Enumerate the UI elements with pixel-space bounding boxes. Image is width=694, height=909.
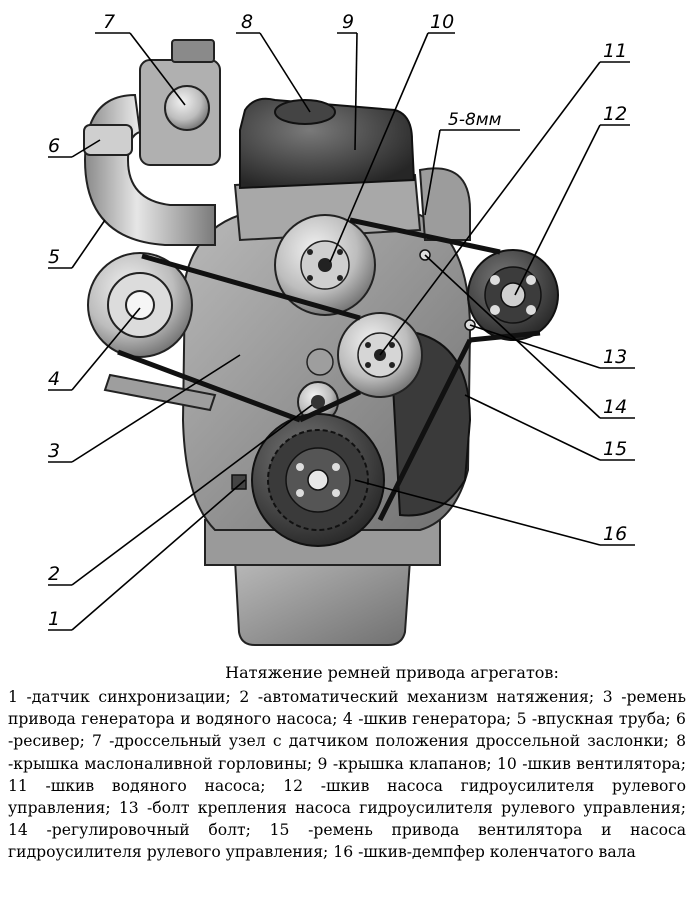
legend-item: 6 -ресивер; <box>8 710 686 751</box>
sync-sensor <box>231 474 247 490</box>
callout-8: 8 <box>241 11 253 33</box>
throttle-connector <box>171 39 215 63</box>
callout-6: 6 <box>48 135 60 157</box>
caption-title: Натяжение ремней привода агрегатов: <box>225 663 559 682</box>
legend-item: 1 -датчик синхронизации; <box>8 688 231 706</box>
belt-generator-water-pump <box>117 253 362 423</box>
caption: Натяжение ремней привода агрегатов: 1 -д… <box>8 662 686 864</box>
legend: 1 -датчик синхронизации; 2 -автоматическ… <box>8 686 686 864</box>
bracket-left <box>103 373 217 412</box>
callout-5: 5 <box>48 246 60 268</box>
fan-pulley <box>274 214 376 316</box>
dimension-label: 5-8мм <box>448 110 502 130</box>
generator <box>87 252 193 358</box>
legend-item: 14 -регулировочный болт; <box>8 821 251 840</box>
callout-9: 9 <box>342 11 354 33</box>
callout-2: 2 <box>48 563 60 585</box>
legend-item: 5 -впускная труба; <box>516 710 671 729</box>
callout-11: 11 <box>603 40 627 62</box>
callout-14: 14 <box>603 396 627 418</box>
callout-16: 16 <box>603 523 627 545</box>
engine-diagram: 1 2 3 4 5 6 7 8 9 10 11 12 13 14 15 16 5… <box>48 11 635 646</box>
legend-item: 13 -болт крепления насоса гидроусилителя… <box>118 799 686 818</box>
legend-item: 9 -крышка клапанов; <box>317 754 492 773</box>
callout-labels: 1 2 3 4 5 6 7 8 9 10 11 12 13 14 15 16 5… <box>48 11 627 630</box>
power-steering-pulley <box>467 249 559 341</box>
callout-1: 1 <box>48 608 60 630</box>
legend-item: 10 -шкив вентилятора; <box>497 754 686 773</box>
callout-3: 3 <box>48 440 60 462</box>
leader-lines <box>48 32 635 631</box>
legend-item: 2 -автоматический механизм натяжения; <box>239 688 595 706</box>
legend-item: 15 -ремень привода вентилятора и насоса … <box>8 821 686 862</box>
callout-13: 13 <box>603 346 627 368</box>
legend-item: 8 -крышка маслоналивной горловины; <box>8 732 686 773</box>
crankshaft-damper-pulley <box>251 413 385 547</box>
legend-item: 3 -ремень привода генератора и водяного … <box>8 688 686 729</box>
callout-10: 10 <box>430 11 454 33</box>
legend-item: 11 -шкив водяного насоса; <box>8 776 266 795</box>
receiver <box>83 124 133 156</box>
callout-15: 15 <box>603 438 627 460</box>
engine-illustration <box>83 39 559 646</box>
legend-item: 16 -шкив-демпфер коленчатого вала <box>333 843 636 862</box>
callout-7: 7 <box>103 11 115 33</box>
legend-item: 7 -дроссельный узел с датчиком положения… <box>92 732 669 751</box>
throttle-sensor <box>164 85 210 131</box>
callout-4: 4 <box>48 368 60 390</box>
legend-item: 12 -шкив насоса гидроусилителя рулевого … <box>8 776 686 818</box>
oil-pan <box>233 559 412 646</box>
callout-12: 12 <box>603 103 627 125</box>
legend-item: 4 -шкив генератора; <box>342 710 512 729</box>
oil-filler-cap <box>274 99 336 125</box>
